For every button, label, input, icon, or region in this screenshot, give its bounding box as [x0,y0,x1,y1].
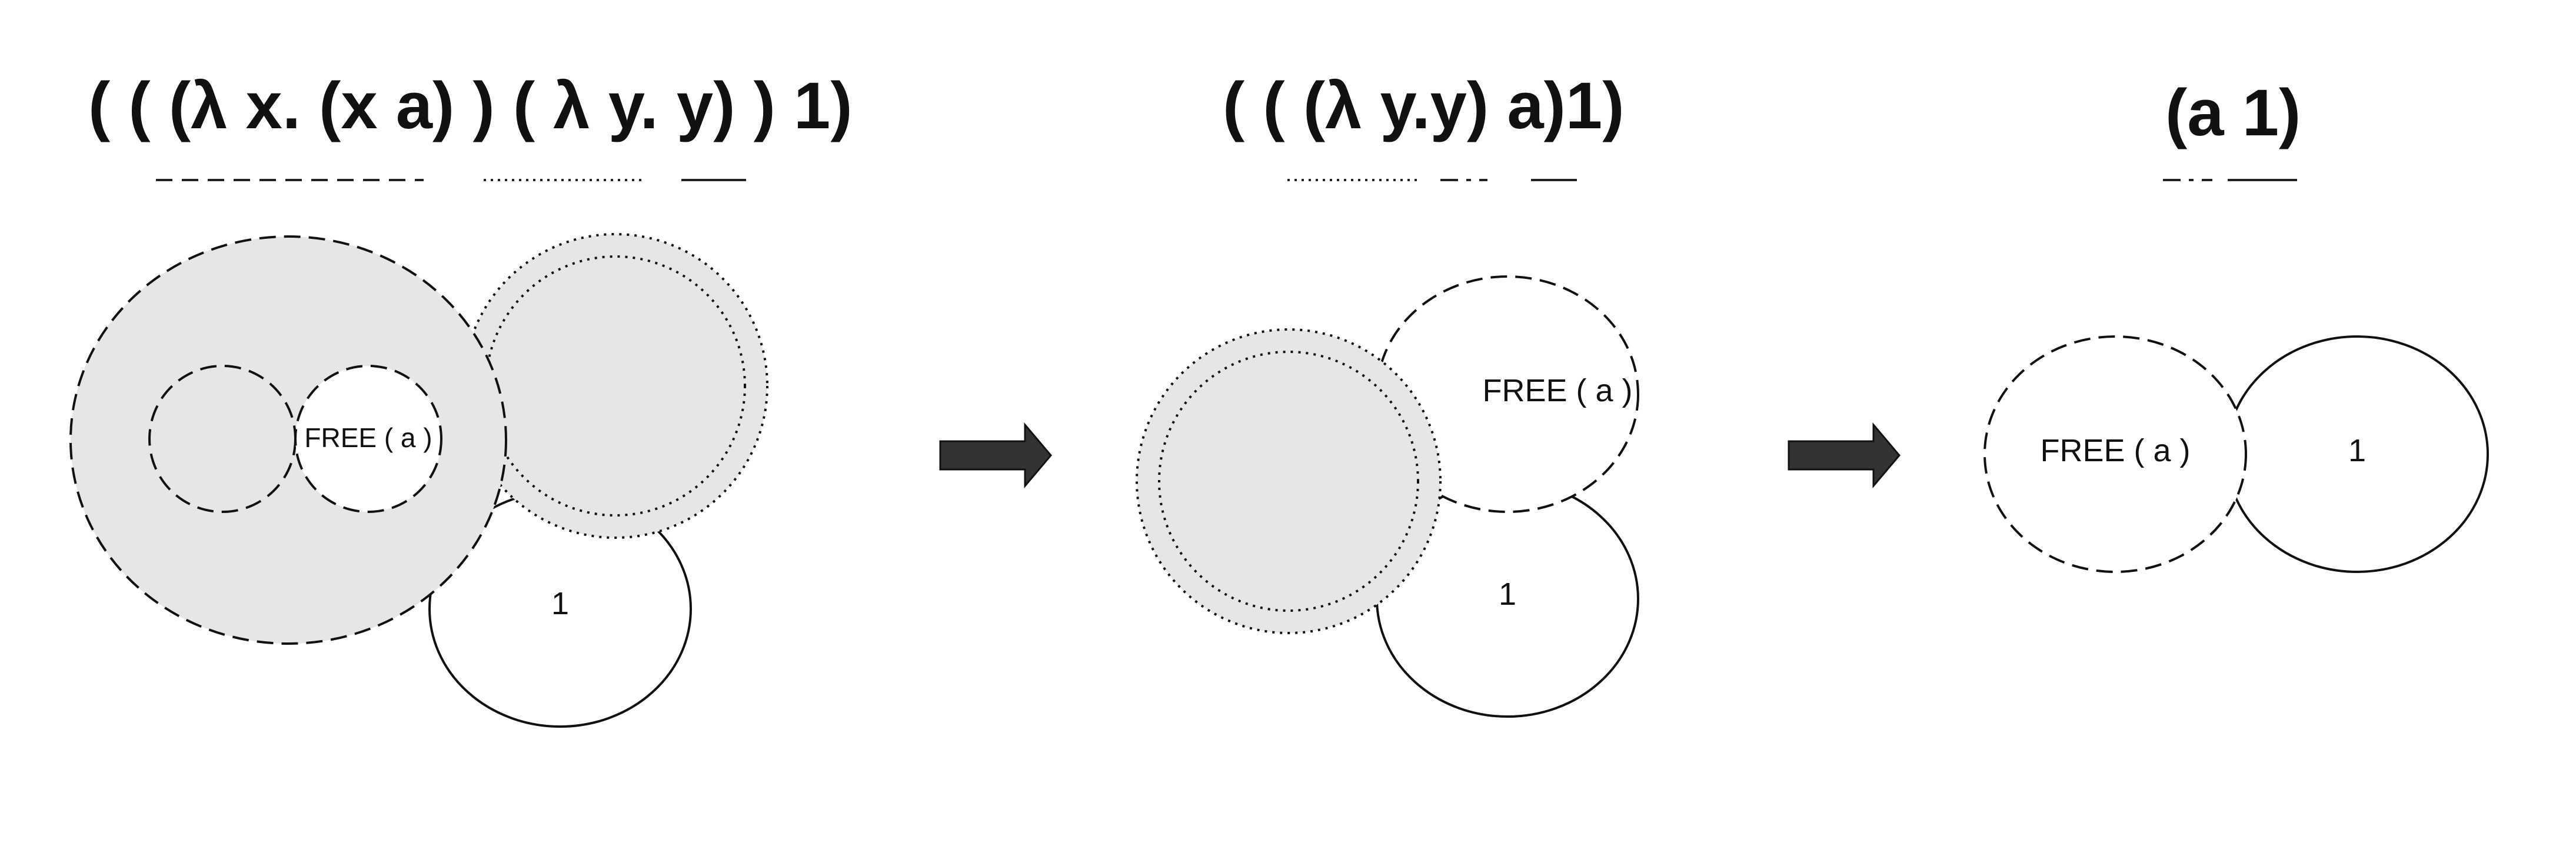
stage-2: ( ( (λ y.y) a)1) FREE ( a ) 1 [1136,69,1639,718]
stage-1-free-label: FREE ( a ) [304,422,432,453]
right-arrow-icon [1788,422,1901,489]
stage-1-bound-var-circle [148,365,297,513]
stage-2-free-label: FREE ( a ) [1482,373,1632,408]
stage-1: ( ( (λ x. (x a) ) ( λ y. y) ) 1) FREE ( … [69,69,853,728]
stage-1-expression: ( ( (λ x. (x a) ) ( λ y. y) ) 1) [88,69,853,142]
stage-3-free-label: FREE ( a ) [2040,433,2190,468]
stage-3-expression: (a 1) [2165,76,2301,149]
stage-1-identity-outer-circle [462,233,768,539]
stage-2-arg-label: 1 [1499,577,1516,612]
stage-1-arg-label: 1 [551,586,569,621]
stage-2-identity-inner-circle [1158,351,1419,612]
stage-3-free-var-circle [1983,335,2247,573]
stage-1-free-var-circle [294,365,442,513]
stage-3: (a 1) FREE ( a ) 1 [1983,76,2489,573]
right-arrow-icon [939,422,1052,489]
stage-2-identity-outer-circle [1136,328,1442,634]
stage-2-expression: ( ( (λ y.y) a)1) [1223,69,1625,142]
stage-2-free-var-circle [1376,275,1639,513]
stage-3-arg-label: 1 [2348,433,2366,468]
